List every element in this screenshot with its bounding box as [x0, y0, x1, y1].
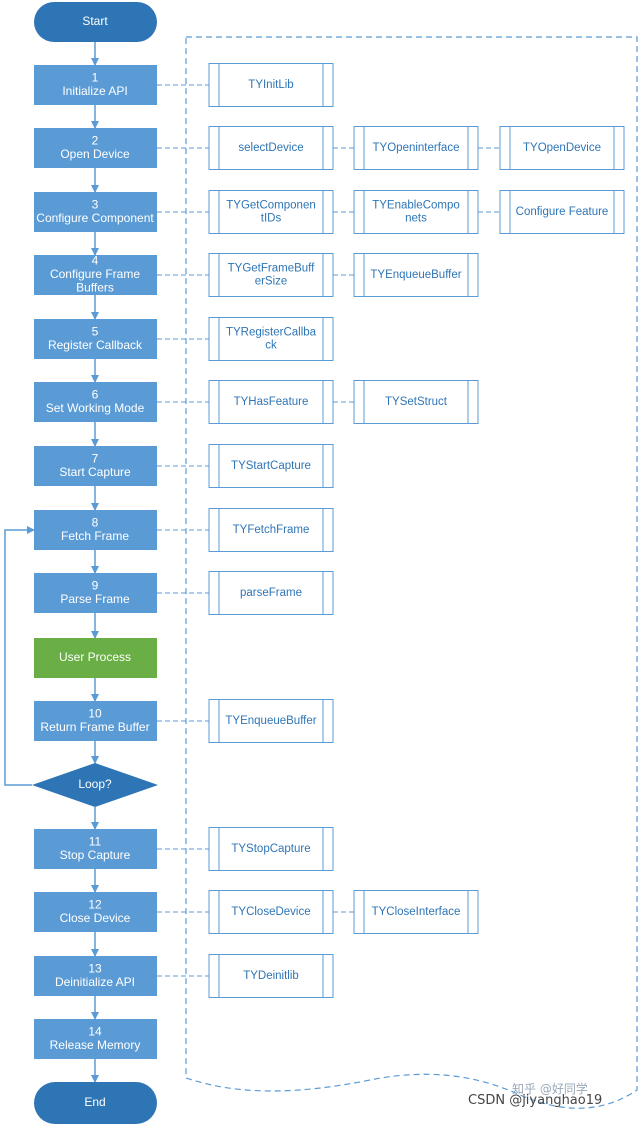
process-number: 3 — [92, 197, 99, 211]
api-box — [208, 827, 334, 871]
process-label: Register Callback — [48, 338, 143, 352]
end-terminal — [34, 1082, 157, 1124]
process-box-6 — [34, 382, 157, 422]
api-label: TYStopCapture — [231, 843, 310, 855]
process-box-11 — [34, 829, 157, 869]
process-number: 14 — [88, 1024, 102, 1038]
process-box-10 — [34, 701, 157, 741]
api-label: TYFetchFrame — [233, 524, 310, 536]
process-box-7 — [34, 446, 157, 486]
api-label: TYCloseInterface — [372, 906, 461, 918]
process-label: Deinitialize API — [55, 975, 135, 989]
watermark-top: 知乎 @好同学 — [512, 1082, 588, 1096]
process-box-12 — [34, 892, 157, 932]
api-label: TYSetStruct — [385, 396, 448, 408]
api-label: selectDevice — [238, 142, 303, 154]
process-label: Release Memory — [50, 1038, 141, 1052]
process-label: Buffers — [76, 281, 114, 295]
api-box — [208, 63, 334, 107]
api-box — [208, 190, 334, 234]
process-label: Open Device — [60, 147, 130, 161]
process-number: 9 — [92, 578, 99, 592]
process-box-13 — [34, 956, 157, 996]
api-box — [353, 126, 479, 170]
api-label: TYInitLib — [248, 79, 293, 91]
process-number: 12 — [88, 897, 102, 911]
process-box-user-process — [34, 638, 157, 678]
api-group-outline — [185, 36, 638, 1109]
process-label: Stop Capture — [60, 848, 131, 862]
process-label: Initialize API — [62, 84, 127, 98]
process-box-8 — [34, 510, 157, 550]
api-box — [353, 380, 479, 424]
process-number: 1 — [92, 70, 99, 84]
loop-back-arrow — [4, 526, 35, 786]
api-label: erSize — [255, 276, 288, 288]
watermark-bottom: CSDN @jiyanghao19 — [468, 1093, 603, 1108]
api-box — [353, 190, 479, 234]
api-box — [353, 253, 479, 297]
api-label: nets — [405, 213, 427, 225]
process-number: 2 — [92, 133, 99, 147]
api-box — [208, 444, 334, 488]
api-label: TYGetComponen — [226, 200, 316, 212]
api-label: TYStartCapture — [231, 460, 311, 472]
process-number: 11 — [89, 834, 102, 848]
api-label: TYEnqueueBuffer — [370, 269, 461, 281]
api-label: TYHasFeature — [234, 396, 309, 408]
api-label: TYEnqueueBuffer — [225, 715, 316, 727]
api-label: parseFrame — [240, 587, 302, 599]
api-label: TYCloseDevice — [231, 906, 310, 918]
process-number: 7 — [92, 451, 99, 465]
process-box-4 — [34, 255, 157, 295]
decision-diamond — [32, 763, 158, 807]
process-label: Set Working Mode — [46, 401, 145, 415]
process-label: Configure Component — [36, 211, 154, 225]
process-box-2 — [34, 128, 157, 168]
api-box — [208, 508, 334, 552]
api-label: TYGetFrameBuff — [228, 263, 316, 275]
api-label: tIDs — [261, 213, 282, 225]
api-box — [208, 571, 334, 615]
process-box-9 — [34, 573, 157, 613]
process-box-3 — [34, 192, 157, 232]
api-box — [208, 954, 334, 998]
process-label: Close Device — [60, 911, 131, 925]
api-box — [353, 890, 479, 934]
process-label: Start Capture — [59, 465, 131, 479]
decision-label: Loop? — [78, 777, 112, 791]
api-label: ck — [265, 340, 277, 352]
start-terminal — [34, 2, 157, 42]
start-label: Start — [82, 14, 108, 28]
end-label: End — [84, 1095, 105, 1109]
process-label: Configure Frame — [50, 267, 140, 281]
api-label: TYRegisterCallba — [226, 327, 317, 339]
api-box — [499, 190, 625, 234]
process-number: 8 — [92, 515, 99, 529]
process-label: User Process — [59, 650, 131, 664]
process-number: 6 — [92, 387, 99, 401]
api-label: TYDeinitlib — [243, 970, 299, 982]
process-number: 10 — [88, 706, 102, 720]
process-box-14 — [34, 1019, 157, 1059]
process-number: 4 — [92, 254, 99, 268]
process-number: 13 — [88, 961, 102, 975]
api-box — [499, 126, 625, 170]
process-box-1 — [34, 65, 157, 105]
api-label: Configure Feature — [516, 206, 609, 218]
process-label: Fetch Frame — [61, 529, 129, 543]
api-box — [208, 699, 334, 743]
api-label: TYOpenDevice — [523, 142, 601, 154]
process-box-5 — [34, 319, 157, 359]
process-label: Return Frame Buffer — [40, 720, 149, 734]
api-box — [208, 126, 334, 170]
api-label: TYEnableCompo — [372, 200, 460, 212]
api-label: TYOpeninterface — [373, 142, 460, 154]
process-number: 5 — [92, 324, 99, 338]
api-box — [208, 890, 334, 934]
process-label: Parse Frame — [60, 592, 130, 606]
api-box — [208, 317, 334, 361]
